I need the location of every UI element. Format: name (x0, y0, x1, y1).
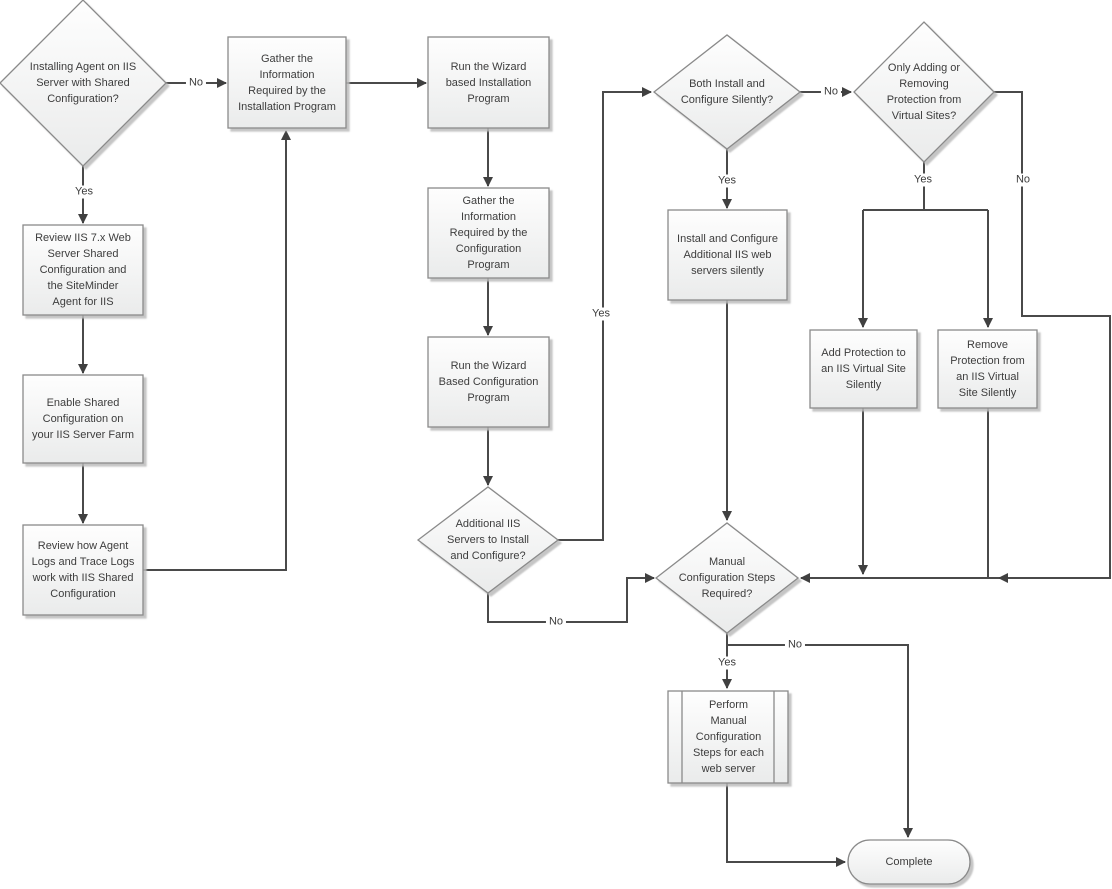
connector-additional-no (487, 573, 655, 623)
edge-label-virtual-yes: Yes (911, 173, 935, 187)
process-shape-enable-shared (22, 374, 144, 464)
process-shape-review-logs (22, 524, 144, 616)
connector-logs-to-gather (143, 130, 291, 571)
process-shape-gather-install (227, 36, 347, 129)
edge-label-both-no: No (820, 85, 842, 99)
decision-shape-virtual-sites (853, 21, 995, 163)
edge-label-manual-yes: Yes (715, 656, 739, 670)
process-shape-review-iis (22, 224, 144, 316)
edge-label-additional-yes: Yes (589, 307, 613, 321)
terminator-shape-complete (847, 839, 971, 885)
decision-shape-shared-config (0, 0, 167, 167)
process-shape-run-wizard-config (427, 336, 550, 428)
process-shape-install-silently (667, 209, 788, 301)
edge-label-start-yes: Yes (72, 185, 96, 199)
decision-shape-manual-steps (654, 522, 800, 634)
process-shape-gather-config (427, 187, 550, 279)
predefined-shape-perform-manual (667, 690, 789, 784)
decision-shape-both-silently (652, 34, 802, 150)
process-shape-remove-protection (937, 329, 1038, 409)
connector-perform-to-complete (726, 783, 846, 867)
process-shape-run-wizard-install (427, 36, 550, 129)
edge-label-additional-no: No (545, 615, 567, 629)
edge-label-manual-no: No (784, 638, 806, 652)
connector-virtual-no (994, 91, 1111, 583)
edge-label-start-no: No (185, 76, 207, 90)
edge-label-both-yes: Yes (715, 174, 739, 188)
edge-label-virtual-no: No (1012, 173, 1034, 187)
process-shape-add-protection (809, 329, 918, 409)
decision-shape-additional-servers (416, 486, 560, 594)
